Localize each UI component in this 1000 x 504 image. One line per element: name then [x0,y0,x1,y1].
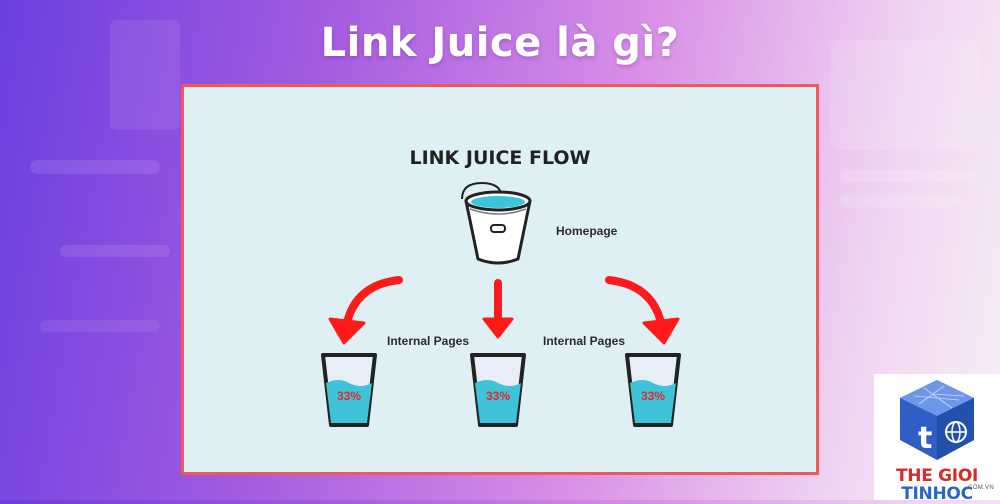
glass-right-percent: 33% [640,389,666,403]
bucket-icon [461,181,532,265]
glass-right-icon [625,353,681,427]
brand-logo: t THE GIOI TINHOC .COM.VN [874,374,1000,503]
glass-middle-icon [470,353,526,427]
internal-pages-label-right: Internal Pages [543,334,626,348]
link-juice-diagram: LINK JUICE FLOW Homepage Internal Pages … [181,84,819,475]
arrow-right-icon [605,276,680,345]
internal-pages-label-left: Internal Pages [387,334,470,348]
glass-middle-percent: 33% [485,389,511,403]
glass-left-icon [321,353,377,427]
brand-domain: .COM.VN [966,485,994,491]
diagram-graphics [321,181,681,427]
glass-left-percent: 33% [336,389,362,403]
page-title: Link Juice là gì? [320,20,680,66]
svg-text:t: t [918,421,932,456]
homepage-label: Homepage [556,224,618,238]
brand-name-part2: TINHOC [901,484,973,504]
arrow-left-icon [328,276,403,345]
arrow-middle-icon [482,279,514,339]
diagram-title: LINK JUICE FLOW [409,147,591,169]
cube-t-globe-icon: t [900,380,974,460]
brand-name: THE GIOI TINHOC [874,467,1000,503]
brand-name-part1: THE GIOI [895,466,978,486]
